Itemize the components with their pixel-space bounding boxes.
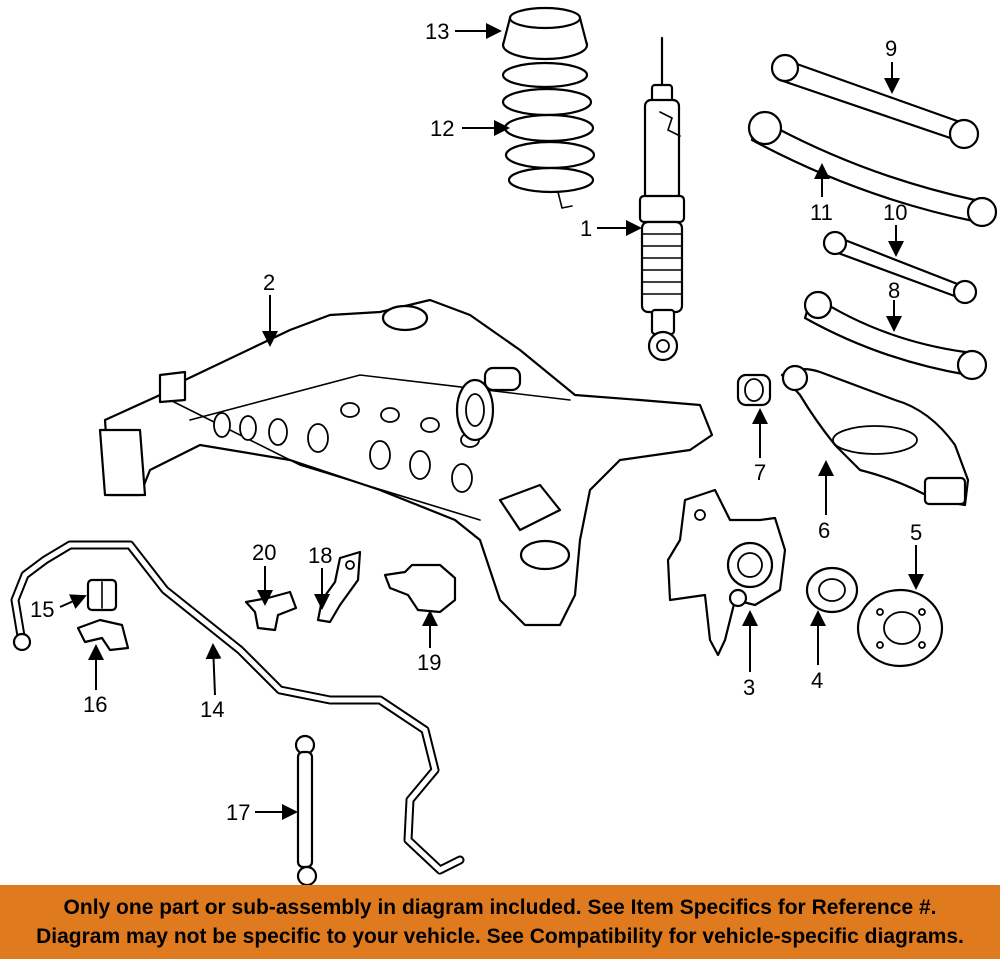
- mount-19: [383, 563, 457, 614]
- callout-13: 13: [425, 19, 449, 44]
- callout-4: 4: [811, 668, 823, 693]
- leader-lines: [59, 23, 924, 820]
- callout-5: 5: [910, 520, 922, 545]
- callout-18: 18: [308, 543, 332, 568]
- disclaimer-line-2: Diagram may not be specific to your vehi…: [36, 925, 964, 948]
- callout-9: 9: [885, 36, 897, 61]
- wheel-knuckle: [666, 488, 787, 657]
- suspension-parts-diagram: 1 2 3 4 5 6 7 8 9 10 11 12 13 14 15 16 1…: [10, 6, 998, 885]
- callout-12: 12: [430, 116, 454, 141]
- callout-20: 20: [252, 540, 276, 565]
- callout-7: 7: [754, 460, 766, 485]
- callout-17: 17: [226, 800, 250, 825]
- callout-14: 14: [200, 697, 224, 722]
- wheel-hub: [856, 588, 944, 668]
- lower-control-arm: [780, 364, 970, 507]
- bracket-20: [244, 590, 298, 632]
- shock-absorber: [638, 36, 686, 362]
- control-arm-10: [822, 230, 978, 305]
- callout-2: 2: [263, 270, 275, 295]
- disclaimer-line-1: Only one part or sub-assembly in diagram…: [63, 896, 937, 919]
- callout-3: 3: [743, 675, 755, 700]
- bushing: [736, 373, 772, 407]
- callout-8: 8: [888, 278, 900, 303]
- bushing-bracket: [76, 618, 130, 652]
- control-arm-8: [803, 290, 988, 381]
- disclaimer-banner: Only one part or sub-assembly in diagram…: [0, 885, 1000, 959]
- wheel-bearing: [805, 566, 859, 614]
- subframe: [98, 298, 714, 627]
- stabilizer-bushing: [86, 578, 118, 612]
- control-arm-9: [770, 53, 980, 150]
- callout-11: 11: [810, 200, 833, 225]
- coil-spring: [501, 61, 596, 209]
- stabilizer-link: [294, 734, 318, 885]
- callout-15: 15: [30, 597, 54, 622]
- spring-seat: [501, 6, 589, 61]
- callout-16: 16: [83, 692, 107, 717]
- callout-10: 10: [883, 200, 907, 225]
- stabilizer-bar: [10, 540, 465, 875]
- callout-19: 19: [417, 650, 441, 675]
- control-arm-11: [747, 110, 998, 228]
- callout-1: 1: [580, 216, 592, 241]
- callout-6: 6: [818, 518, 830, 543]
- callouts: 1 2 3 4 5 6 7 8 9 10 11 12 13 14 15 16 1…: [30, 19, 922, 825]
